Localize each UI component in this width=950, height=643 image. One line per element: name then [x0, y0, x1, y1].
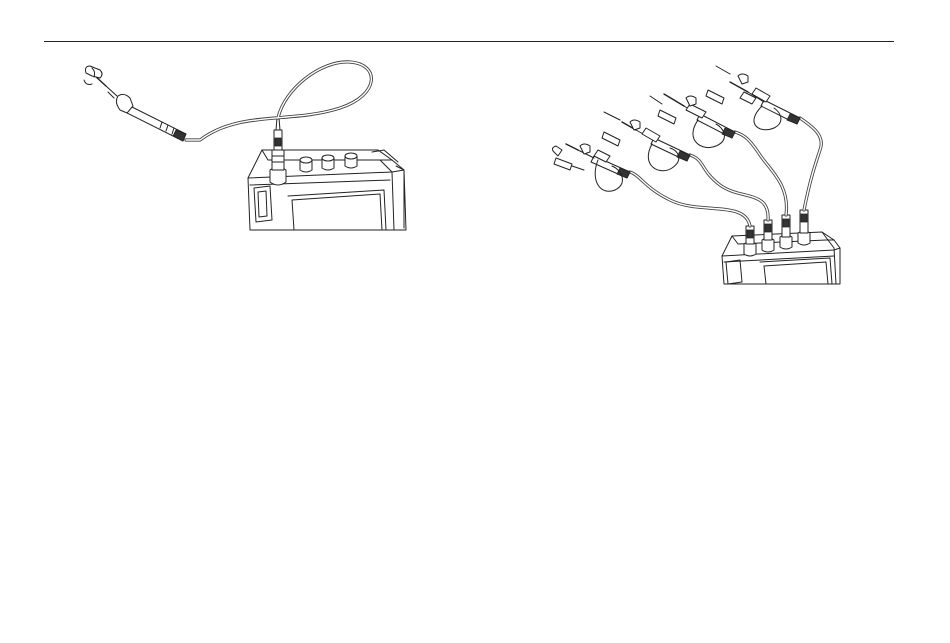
probe [706, 66, 800, 130]
four-probes-connected-scope-illustration [475, 0, 950, 330]
bnc-plug [798, 210, 810, 245]
single-probe-connected-scope-illustration [0, 0, 475, 330]
bnc-plug [762, 220, 774, 252]
bnc-socket [300, 157, 312, 172]
probe [552, 144, 630, 191]
bnc-socket [345, 153, 357, 168]
bnc-plug [744, 226, 756, 256]
probe [94, 75, 186, 141]
probe [602, 112, 690, 171]
bnc-plug [780, 215, 792, 249]
bnc-socket [322, 155, 334, 170]
probe-cable [186, 62, 371, 140]
hook-clip [84, 66, 102, 85]
bnc-plug [270, 118, 286, 185]
